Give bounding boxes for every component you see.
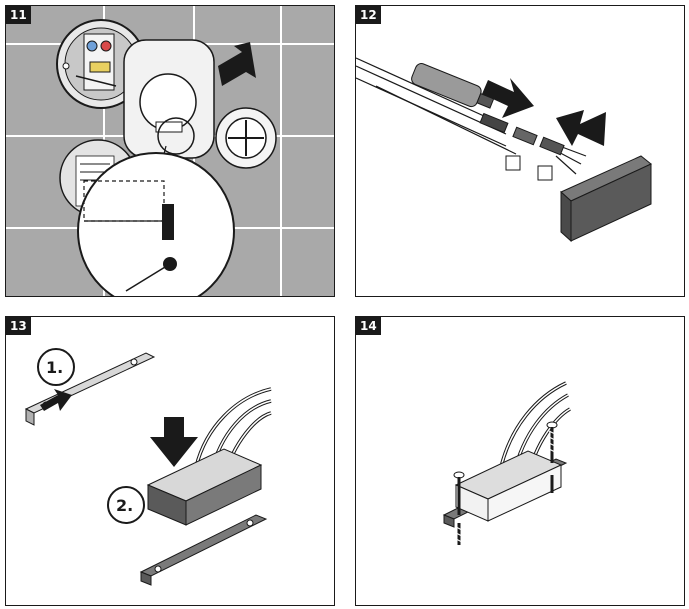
connector-1 — [479, 112, 509, 134]
arrow-right — [482, 78, 534, 118]
step-1-badge — [37, 348, 75, 386]
screw-right — [546, 421, 558, 493]
step-number-13: 13 — [6, 317, 31, 335]
step-1-label: 1. — [46, 358, 63, 377]
detail-magnifier — [77, 117, 235, 296]
panel-13: 13 1. 2. — [5, 316, 335, 606]
panel-12: 12 — [355, 5, 685, 297]
panel-14: 14 — [355, 316, 685, 606]
step-2-badge — [107, 486, 145, 524]
panel-12-illustration — [356, 57, 652, 243]
step-number-12: 12 — [356, 6, 381, 24]
cables — [356, 57, 587, 175]
panel-14-illustration — [442, 381, 571, 545]
screw-left — [453, 471, 465, 545]
control-box-14 — [454, 450, 563, 522]
connector-2 — [512, 126, 538, 146]
connector-plug-small-2 — [537, 165, 553, 181]
control-box — [560, 155, 652, 243]
step-1-arrow — [40, 389, 72, 411]
step-2-label: 2. — [116, 496, 133, 515]
step-number-14: 14 — [356, 317, 381, 335]
panel-11: 11 — [5, 5, 335, 297]
push-arrow — [218, 42, 256, 86]
mounting-strip-2 — [139, 514, 268, 586]
panel-11-illustration — [6, 6, 334, 296]
connector-3 — [539, 136, 565, 156]
cartridge — [411, 63, 495, 109]
push-button — [215, 107, 277, 169]
control-box-13 — [146, 448, 263, 526]
connector-plug-small — [505, 155, 521, 171]
arrow-left — [556, 110, 606, 146]
panel-13-illustration: 1. 2. — [24, 348, 272, 586]
cover-plate — [123, 39, 215, 159]
step-number-11: 11 — [6, 6, 31, 24]
press-arrow — [150, 417, 198, 467]
